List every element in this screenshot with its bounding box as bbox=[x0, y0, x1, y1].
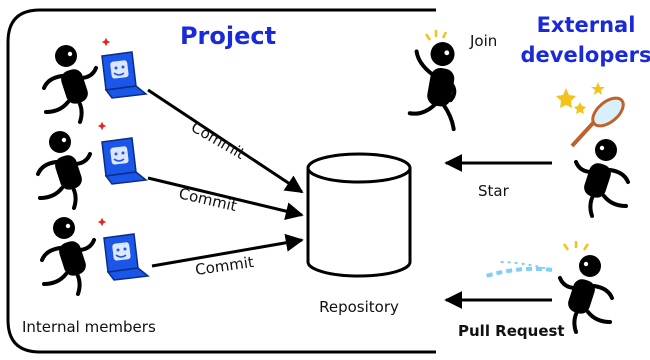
laptop-icon bbox=[101, 51, 147, 99]
star-label: Star bbox=[478, 182, 510, 200]
commit-arrow-2 bbox=[147, 176, 304, 220]
external-title-line2: developers bbox=[521, 43, 650, 67]
commit-label-2: Commit bbox=[177, 184, 239, 215]
project-boundary bbox=[6, 8, 436, 354]
person-icon bbox=[574, 137, 630, 218]
spark-icon bbox=[101, 37, 111, 47]
net-icon bbox=[570, 96, 625, 148]
pull-request-label: Pull Request bbox=[458, 322, 565, 340]
commit-arrow-3 bbox=[151, 233, 304, 268]
project-title: Project bbox=[180, 22, 276, 50]
person-icon bbox=[558, 253, 614, 334]
star-developer bbox=[556, 82, 630, 218]
internal-members-label: Internal members bbox=[22, 318, 156, 336]
join-label: Join bbox=[469, 32, 497, 50]
commit-label-1: Commit bbox=[188, 118, 248, 163]
person-icon bbox=[42, 43, 98, 124]
spark-icon bbox=[97, 217, 107, 227]
internal-member-2 bbox=[36, 121, 147, 210]
external-title-line1: External bbox=[537, 13, 636, 37]
internal-member-1 bbox=[42, 37, 147, 124]
spark-icon bbox=[97, 121, 107, 131]
spray-icon bbox=[485, 261, 553, 278]
repository-label: Repository bbox=[319, 298, 399, 316]
person-icon bbox=[36, 129, 92, 210]
joining-developer bbox=[407, 30, 457, 132]
laptop-icon bbox=[103, 233, 149, 281]
laptop-icon bbox=[101, 137, 147, 185]
internal-member-3 bbox=[40, 215, 149, 296]
star-icon bbox=[556, 82, 605, 114]
pull-request-developer bbox=[485, 241, 614, 334]
database-icon bbox=[306, 152, 412, 278]
commit-arrow-1 bbox=[147, 88, 304, 194]
person-icon bbox=[40, 215, 96, 296]
